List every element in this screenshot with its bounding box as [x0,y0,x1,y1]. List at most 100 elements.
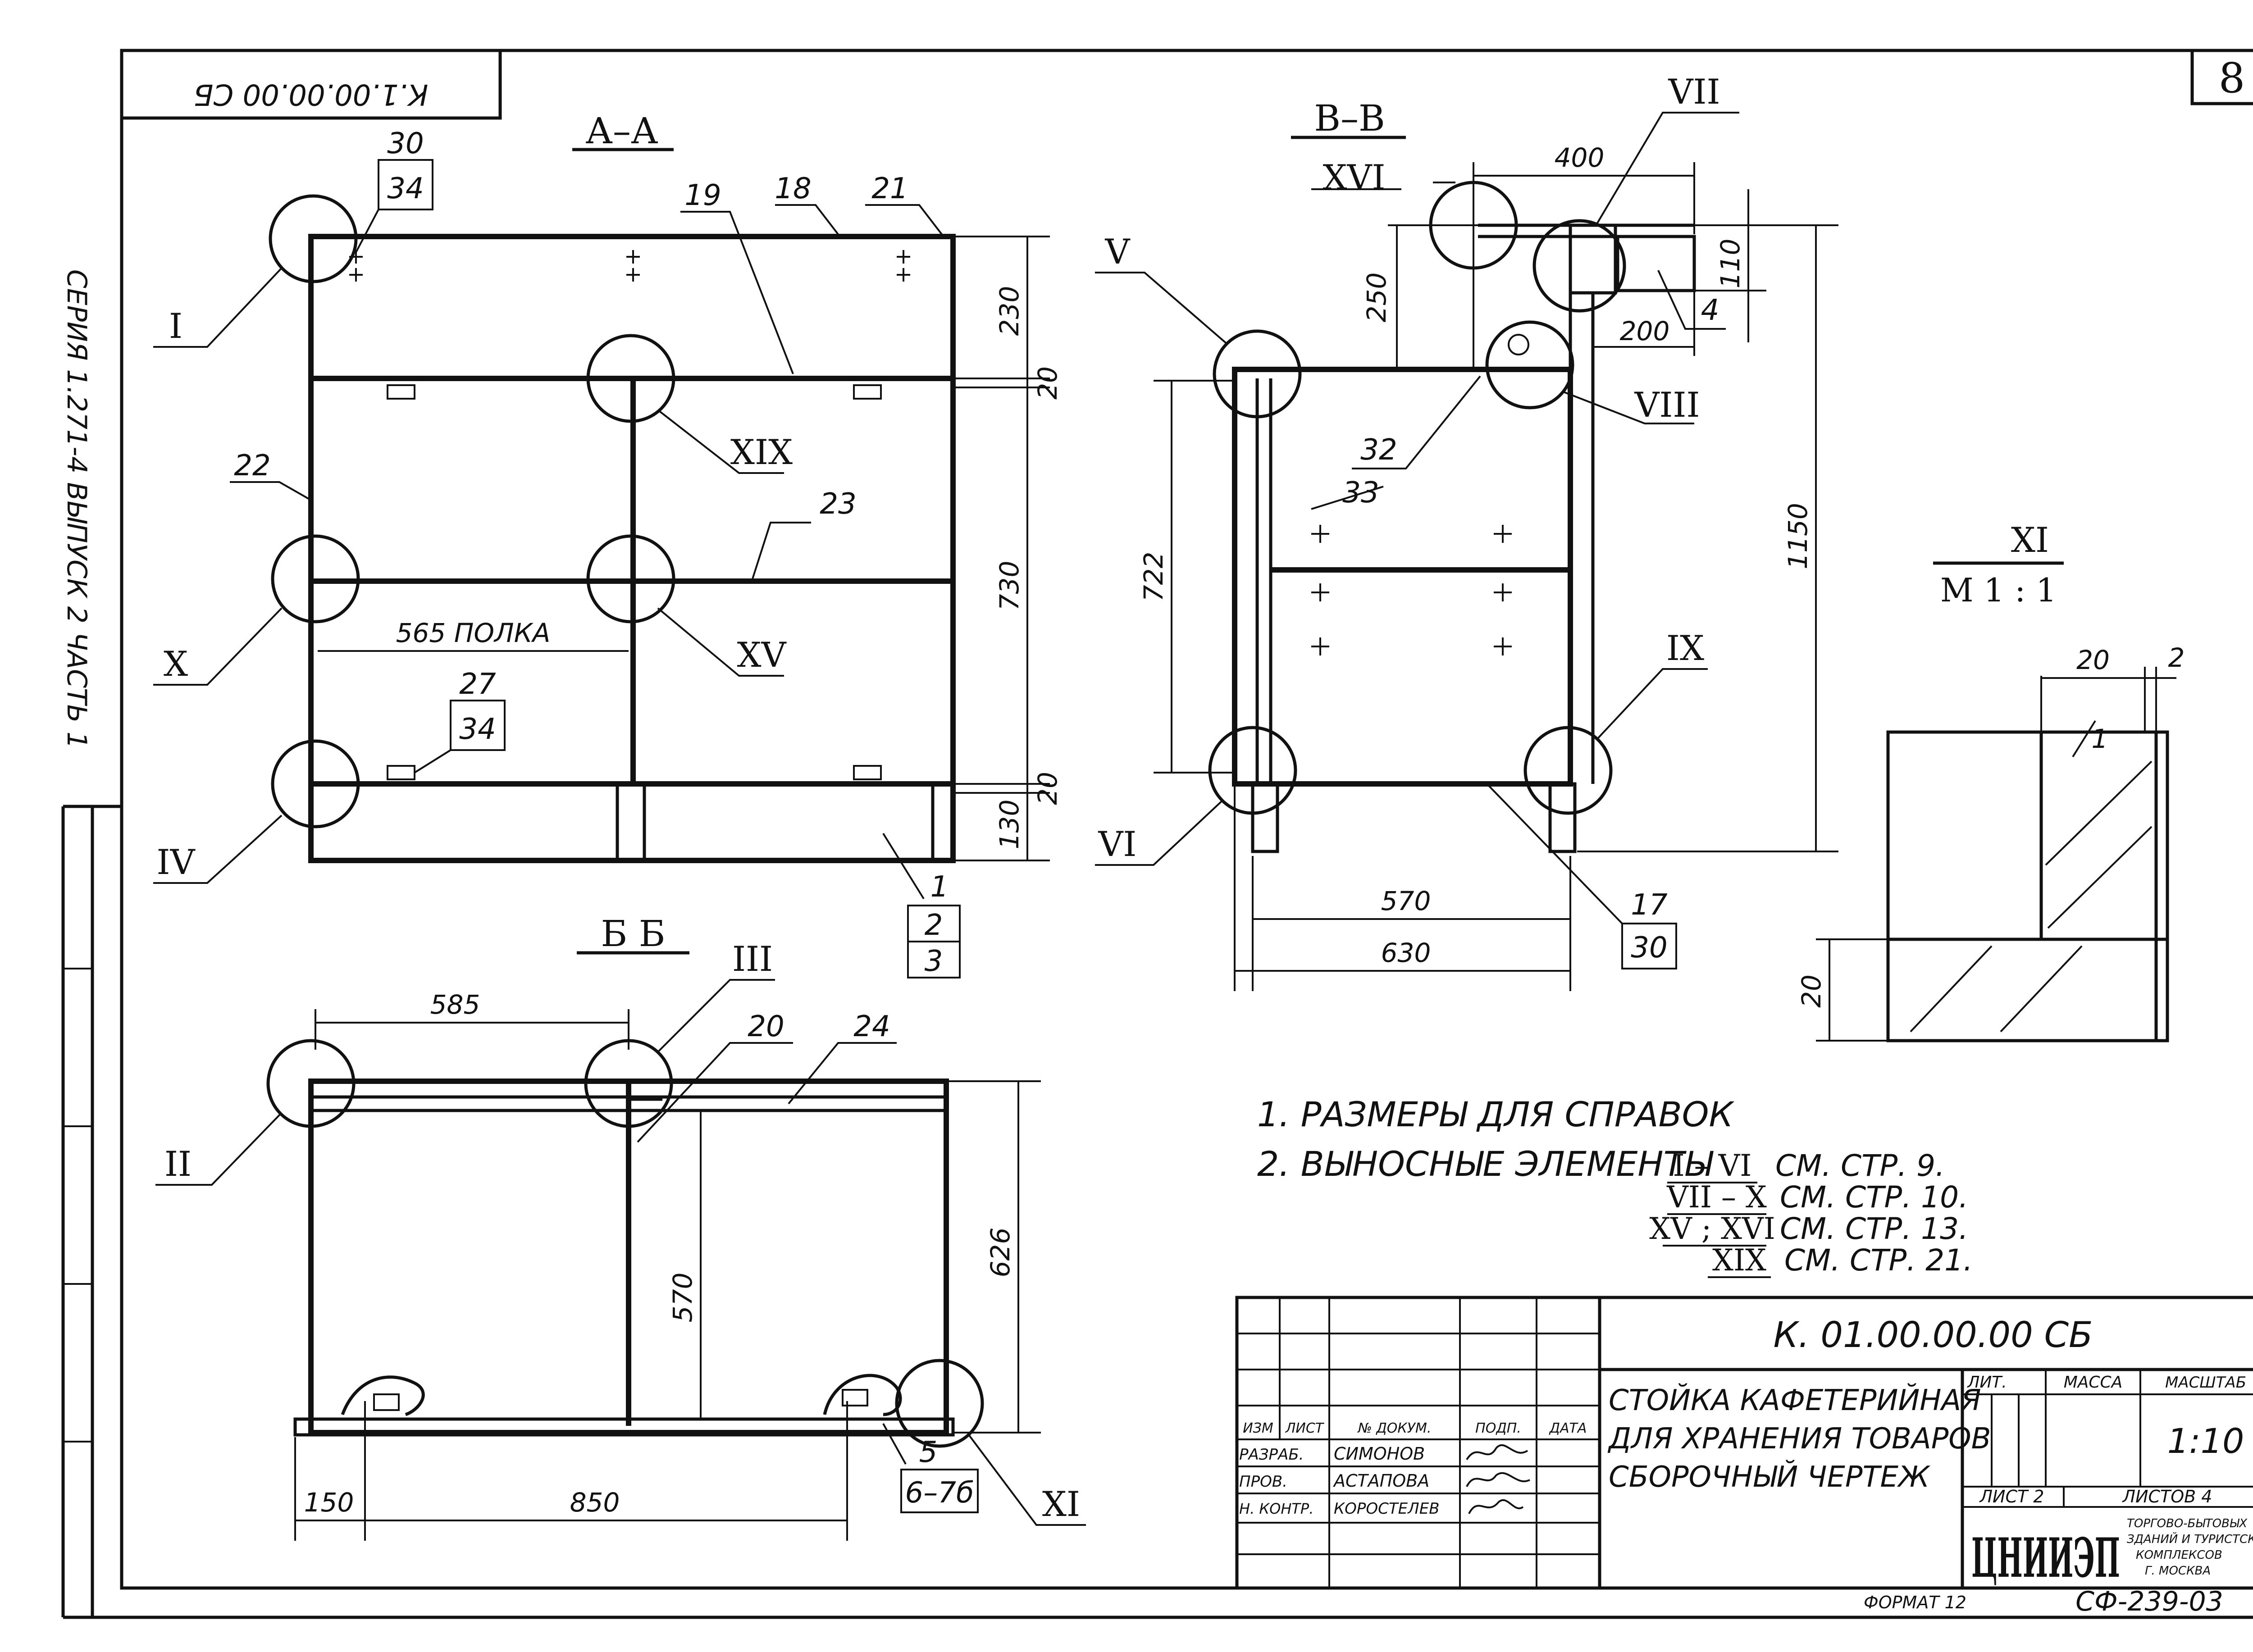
tb-head-izm: ИЗМ [1243,1420,1273,1436]
aa-callout-22: 22 [234,449,270,482]
note-ref-4-range: XIX [1712,1243,1766,1278]
aa-callout-30: 30 [387,127,424,160]
sheet-number: 8 [2219,54,2245,102]
section-xi: XI М 1 : 1 20 2 20 1 [1796,520,2185,1042]
vv-node-ix: IX [1666,628,1704,668]
vv-dim-200: 200 [1620,316,1670,346]
series-text: СЕРИЯ 1.271-4 ВЫПУСК 2 ЧАСТЬ 1 [61,269,92,749]
aa-callout-19: 19 [684,179,721,212]
bb-callout-20: 20 [748,1010,784,1043]
aa-callout-34b: 34 [459,713,496,746]
vv-node-viii: VIII [1634,385,1700,425]
note-1: 1. РАЗМЕРЫ ДЛЯ СПРАВОК [1257,1094,1734,1134]
vv-node-vii: VII [1668,72,1720,112]
tb-org-logo: ЦНИИЭП [1971,1526,2120,1590]
aa-callout-23: 23 [820,487,856,521]
tb-name-3: КОРОСТЕЛЕВ [1334,1500,1440,1518]
tb-name-line-1: СТОЙКА КАФЕТЕРИЙНАЯ [1609,1383,1981,1417]
aa-node-i: I [169,306,182,346]
aa-node-iv: IV [157,842,196,882]
aa-callout-27: 27 [459,668,496,701]
tb-designation: К. 01.00.00.00 СБ [1773,1315,2093,1356]
section-vv: В–В XVI VII V [1095,72,1838,991]
section-bb: Б Б II III XI 20 24 5 6–7б 585 [155,913,1086,1541]
vv-dim-110: 110 [1715,239,1746,289]
bb-node-ii: II [164,1144,192,1184]
vv-dim-570: 570 [1381,886,1431,916]
code-rotated: К.1.00.00.00 СБ [194,77,429,111]
tb-sheets: ЛИСТОВ 4 [2122,1487,2212,1506]
aa-dim-130: 130 [994,800,1025,850]
note-ref-3-page: СМ. СТР. 13. [1780,1211,1968,1246]
tb-org-line-1: ТОРГОВО-БЫТОВЫХ [2127,1517,2248,1530]
vv-callout-30: 30 [1631,931,1667,965]
tb-sheet: ЛИСТ 2 [1979,1487,2044,1506]
vv-dim-1150: 1150 [1783,503,1813,569]
note-ref-1-range: I – VI [1673,1148,1752,1183]
tb-lit: ЛИТ. [1966,1373,2007,1392]
vv-callout-33: 33 [1342,476,1379,510]
aa-dim-230: 230 [994,286,1025,336]
tb-head-doc: № ДОКУМ. [1357,1420,1432,1436]
tb-format: ФОРМАТ 12 [1864,1593,1966,1612]
tb-mass: МАССА [2064,1373,2123,1392]
vv-node-vi: VI [1098,824,1137,864]
tb-role-2: ПРОВ. [1239,1473,1287,1491]
note-ref-4-page: СМ. СТР. 21. [1784,1243,1973,1278]
note-2: 2. ВЫНОСНЫЕ ЭЛЕМЕНТЫ [1257,1144,1714,1184]
aa-dim-20b: 20 [1032,772,1063,805]
note-ref-1-page: СМ. СТР. 9. [1775,1148,1945,1183]
section-aa: А–А I X [153,110,1063,978]
tb-org-line-4: Г. МОСКВА [2145,1564,2211,1578]
tb-head-date: ДАТА [1549,1420,1587,1436]
xi-scale: М 1 : 1 [1940,571,2057,609]
notes: 1. РАЗМЕРЫ ДЛЯ СПРАВОК 2. ВЫНОСНЫЕ ЭЛЕМЕ… [1257,1094,1973,1278]
tb-head-sign: ПОДП. [1475,1420,1521,1436]
vv-dim-400: 400 [1555,142,1605,173]
bb-dim-150: 150 [304,1487,354,1518]
vv-dim-630: 630 [1381,937,1431,968]
tb-name-2: АСТАПОВА [1332,1471,1429,1491]
note-ref-2-page: СМ. СТР. 10. [1780,1180,1968,1215]
signature-2 [1466,1472,1530,1487]
bb-dim-626: 626 [985,1228,1016,1278]
tb-name-line-3: СБОРОЧНЫЙ ЧЕРТЕЖ [1609,1460,1931,1494]
tb-org-line-3: КОМПЛЕКСОВ [2136,1548,2222,1562]
tb-name-line-2: ДЛЯ ХРАНЕНИЯ ТОВАРОВ [1607,1422,1991,1456]
bb-callout-24: 24 [853,1010,890,1043]
vv-callout-17: 17 [1631,888,1668,922]
vv-title: В–В [1314,97,1385,139]
tb-role-3: Н. КОНТР. [1239,1500,1313,1517]
bb-dim-570: 570 [667,1273,698,1323]
aa-callout-21: 21 [871,172,908,205]
title-block: ИЗМ ЛИСТ № ДОКУМ. ПОДП. ДАТА РАЗРАБ. СИМ… [1235,1296,2253,1617]
tb-stamp-code: СФ-239-03 [2075,1586,2223,1617]
aa-node-xix: XIX [730,432,793,472]
vv-callout-4: 4 [1701,294,1719,327]
aa-callout-3: 3 [925,945,943,978]
xi-dim-2: 2 [2168,642,2185,673]
bb-title: Б Б [601,913,665,955]
tb-head-list: ЛИСТ [1285,1420,1325,1436]
aa-node-x: X [164,644,188,684]
xi-dim-20v: 20 [1796,974,1827,1008]
bb-callout-676: 6–7б [905,1476,974,1510]
bb-dim-850: 850 [570,1487,620,1518]
bb-callout-5: 5 [919,1436,938,1469]
note-ref-2-range: VII – X [1666,1180,1767,1215]
aa-callout-34a: 34 [387,172,424,205]
tb-name-1: СИМОНОВ [1334,1444,1425,1464]
vv-dim-722: 722 [1138,552,1169,602]
sheet-frame [61,49,2253,1619]
vv-callout-32: 32 [1360,433,1397,467]
vv-node-v: V [1105,232,1131,272]
tb-org-line-2: ЗДАНИЙ И ТУРИСТСКИХ [2127,1532,2253,1546]
xi-dim-20: 20 [2076,645,2110,675]
aa-dim-20a: 20 [1032,366,1063,400]
signature-1 [1466,1444,1528,1461]
note-ref-3-range: XV ; XVI [1649,1211,1775,1246]
bb-node-xi: XI [1042,1484,1080,1524]
aa-title: А–А [585,110,658,152]
